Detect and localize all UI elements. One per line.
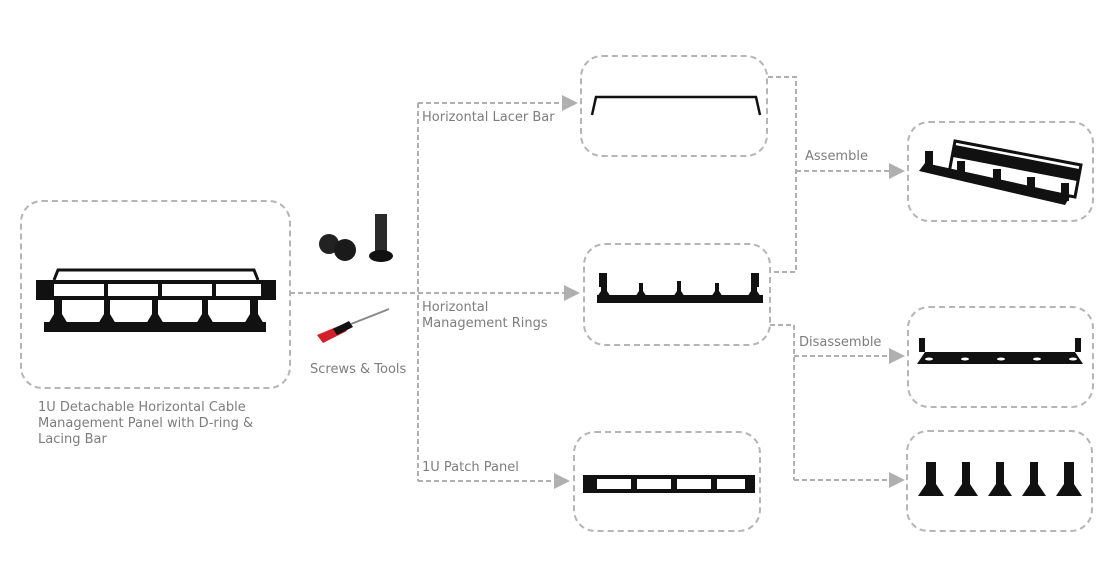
disassembled-rings-box: [906, 430, 1093, 532]
cable-management-panel-image: [36, 268, 276, 332]
source-caption: 1U Detachable Horizontal Cable Managemen…: [38, 400, 253, 448]
assembled-box: [907, 121, 1094, 222]
screws-tools-label: Screws & Tools: [310, 362, 407, 377]
disassemble-bracket: [770, 324, 795, 480]
patch-panel-image: [583, 475, 755, 493]
assemble-label: Assemble: [805, 149, 868, 164]
d-rings-image: [918, 462, 1082, 496]
source-product-box: [20, 200, 291, 389]
ring-base-bar-image: [917, 338, 1083, 364]
caption-line: Lacing Bar: [38, 432, 107, 447]
screwdriver-image: [317, 308, 390, 343]
rings-box: [583, 243, 771, 346]
caption-line: 1U Detachable Horizontal Cable: [38, 400, 246, 415]
caption-line: Management Panel with D-ring &: [38, 416, 254, 431]
rings-label-line: Management Rings: [422, 316, 548, 331]
lacer-bar-image: [590, 95, 762, 116]
management-rings-image: [597, 273, 763, 303]
lacer-bar-label: Horizontal Lacer Bar: [422, 110, 555, 125]
rings-label-line: Horizontal: [422, 300, 489, 315]
rings-label: Horizontal Management Rings: [422, 300, 548, 332]
disassemble-label: Disassemble: [799, 335, 882, 350]
patch-panel-box: [573, 431, 761, 532]
assemble-bracket: [768, 76, 797, 273]
assembled-panel-image: [919, 139, 1083, 205]
lacer-bar-box: [580, 55, 768, 157]
disassembled-bar-box: [907, 306, 1094, 408]
screws-image: [319, 214, 393, 262]
patch-panel-label: 1U Patch Panel: [422, 460, 519, 475]
